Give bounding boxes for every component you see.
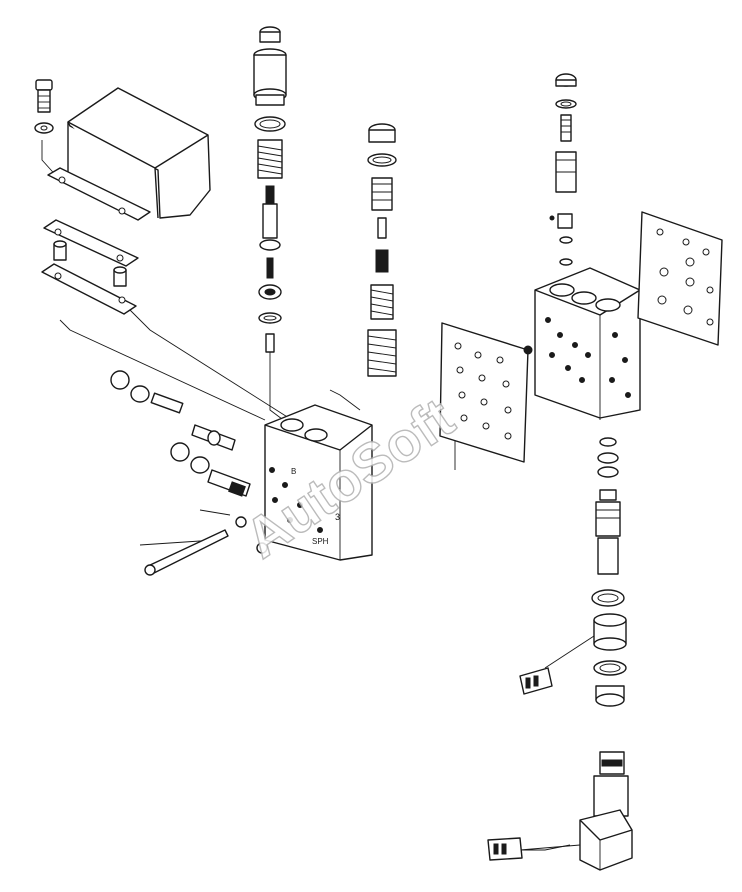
- side-plug-lower: [170, 442, 251, 497]
- center-valve-stack: [253, 26, 287, 353]
- mounting-bolt: [34, 79, 54, 134]
- gasket-plate-lower: [41, 263, 137, 315]
- spacer-bushings: [53, 240, 127, 287]
- solenoid-connector-upper: [519, 635, 595, 695]
- solenoid-cover-box: [67, 87, 211, 219]
- right-gasket-plate: [637, 211, 723, 346]
- bottom-solenoid: [579, 751, 633, 871]
- middle-gasket-plate: [439, 322, 529, 463]
- upper-right-stack: [549, 73, 577, 266]
- gasket-plate-upper: [43, 219, 139, 267]
- left-valve-block: 3 SPH B: [264, 404, 373, 561]
- block-number-label: 3: [335, 512, 340, 522]
- lower-right-stack: [591, 437, 627, 707]
- right-valve-block: [523, 267, 641, 419]
- bracket-plate: [47, 167, 151, 221]
- side-plug-upper: [110, 370, 236, 451]
- block-code-label: SPH: [312, 537, 329, 546]
- solenoid-connector-lower: [487, 837, 581, 861]
- tie-rod: [144, 529, 229, 576]
- right-valve-stack: [367, 123, 397, 377]
- block-letter-label: B: [291, 467, 296, 476]
- small-screws: [235, 516, 268, 554]
